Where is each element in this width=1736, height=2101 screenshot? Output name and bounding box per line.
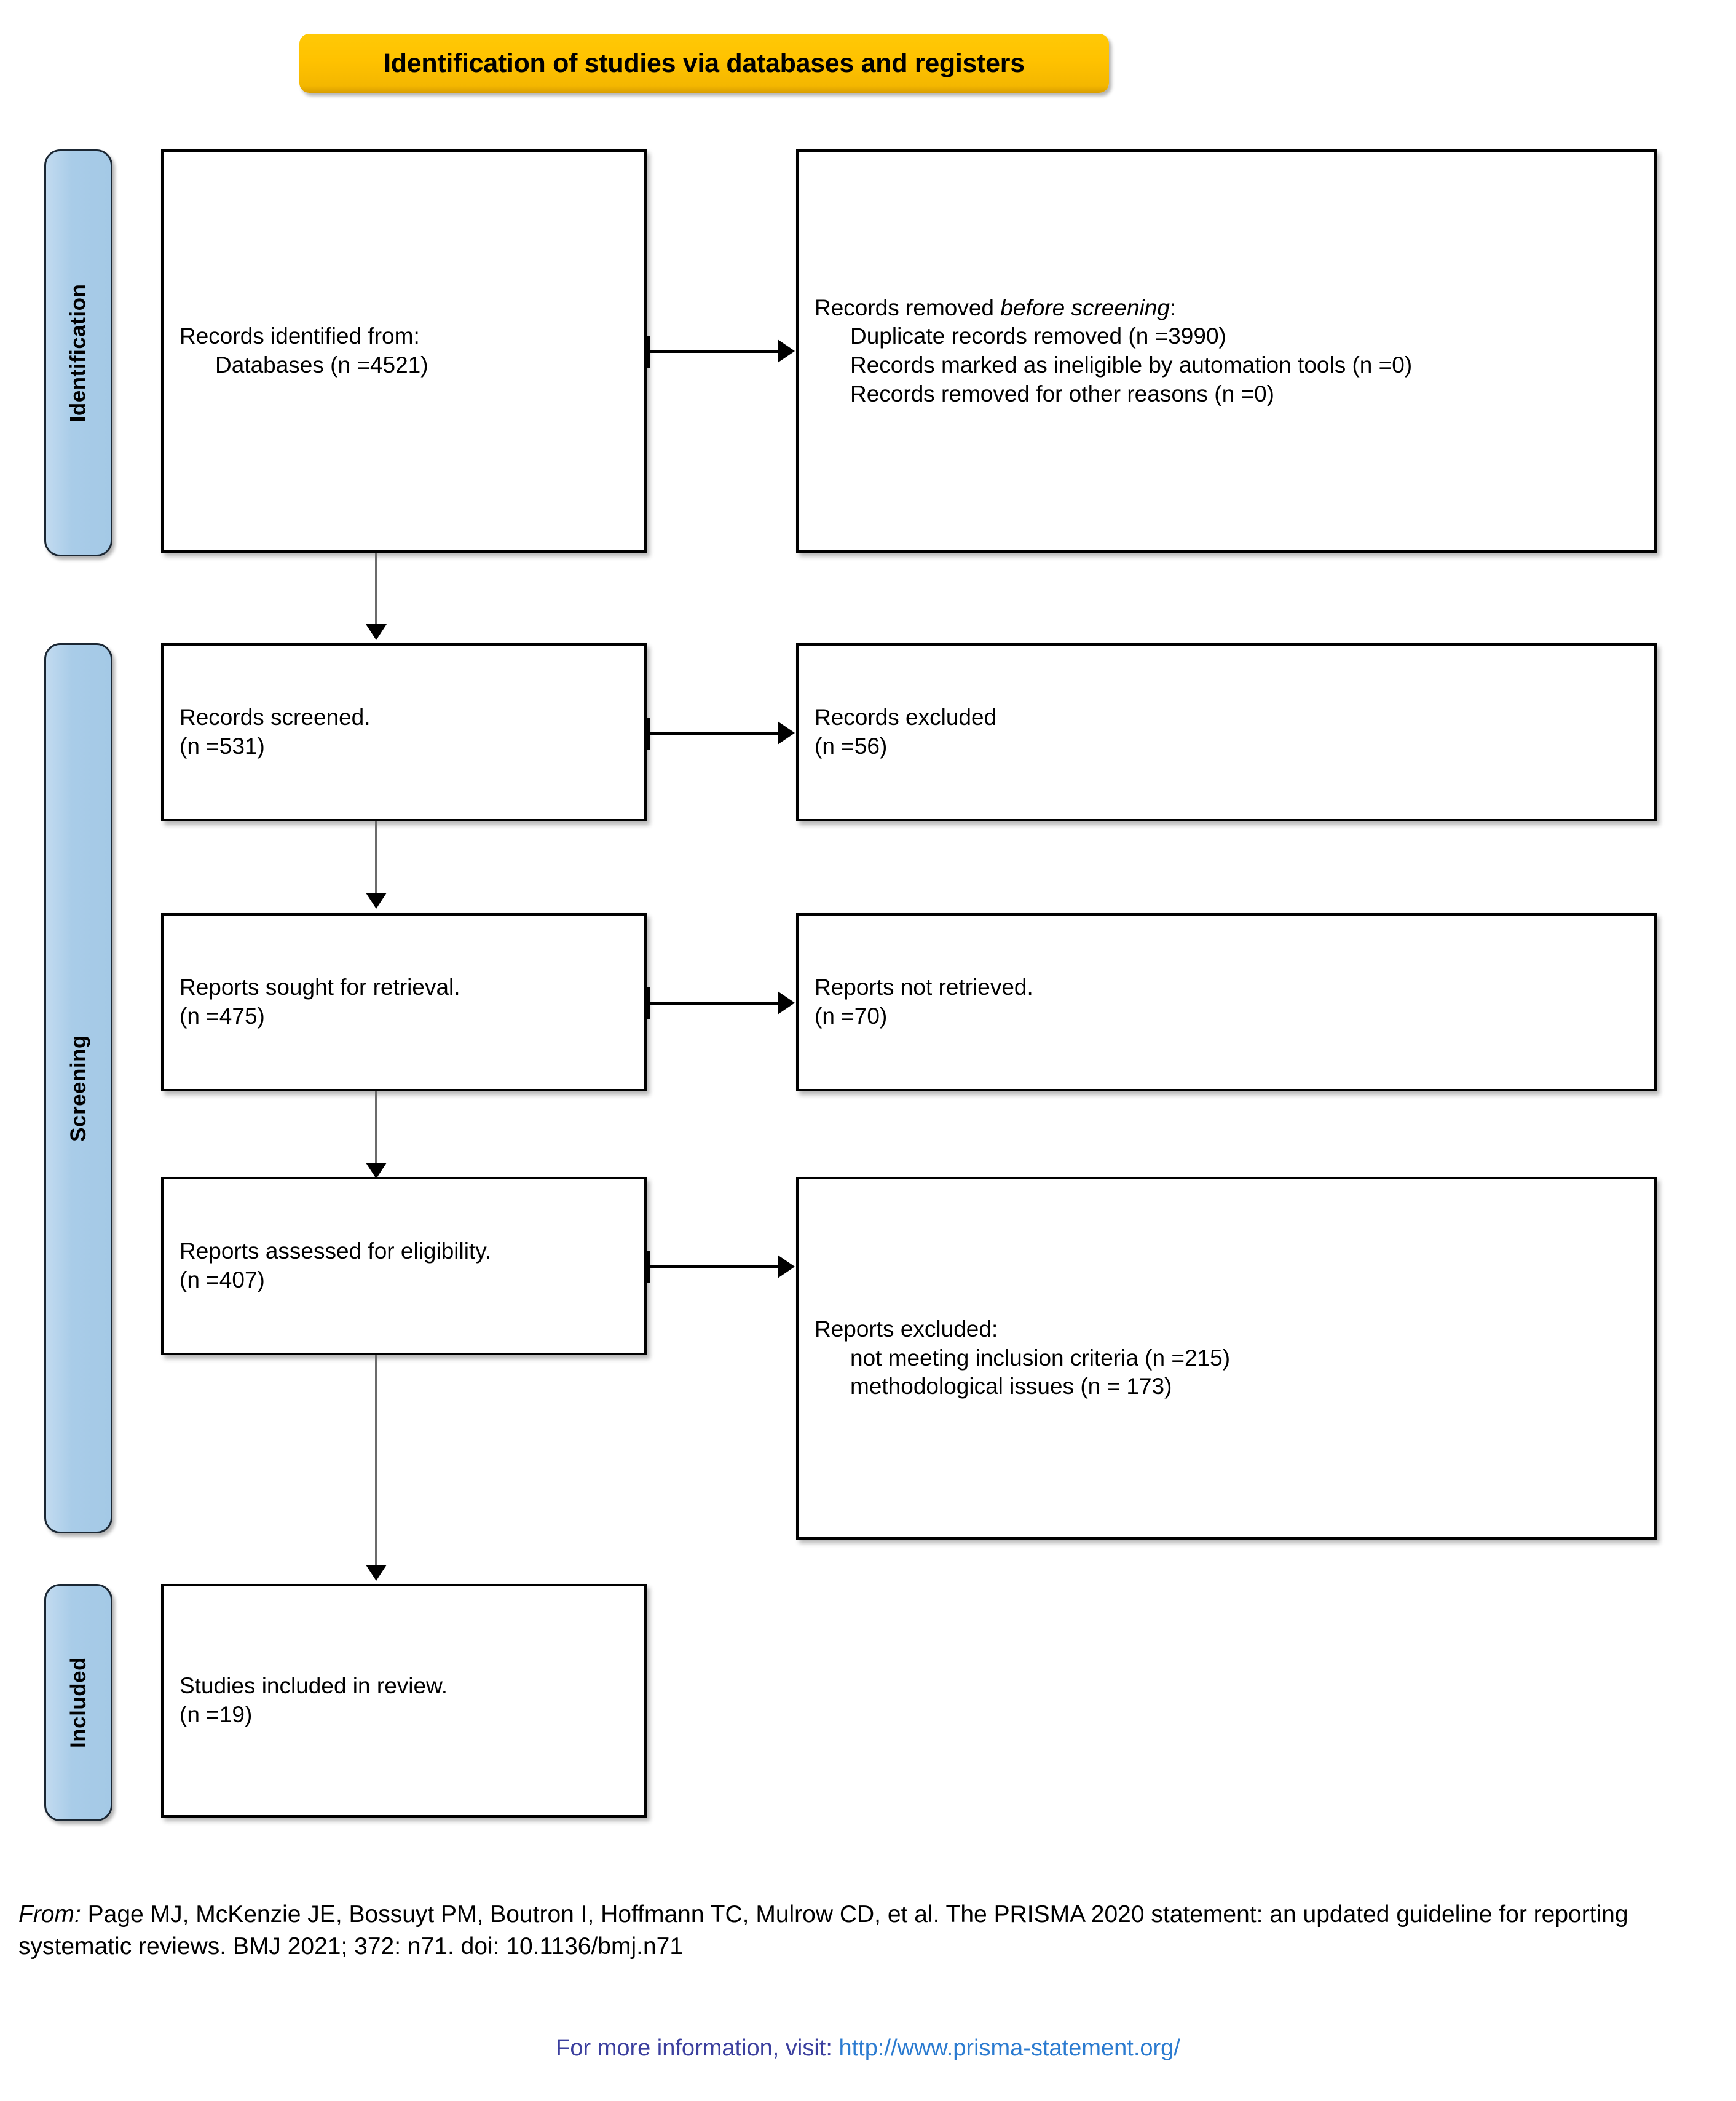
phase-tab-included: Included [44,1584,112,1821]
citation-from-label: From: [18,1901,81,1928]
reports-not-retrieved-line2: (n =70) [815,1003,888,1029]
more-information-label: For more information, visit: [556,2035,839,2061]
reports-not-retrieved-line1: Reports not retrieved. [815,975,1033,1000]
arrow-head-assessed-to-repexcluded [778,1255,795,1278]
records-screened-line1: Records screened. [180,705,371,730]
box-studies-included: Studies included in review. (n =19) [161,1584,647,1818]
records-identified-line2: Databases (n =4521) [215,352,428,378]
arrow-line-assessed-to-included [375,1355,377,1567]
box-reports-sought: Reports sought for retrieval. (n =475) [161,913,647,1091]
reports-assessed-line1: Reports assessed for eligibility. [180,1238,492,1264]
phase-label-screening: Screening [66,1035,90,1142]
records-excluded-line2: (n =56) [815,734,888,759]
arrow-line-screened-to-excluded [647,732,779,735]
phase-label-identification: Identification [66,283,90,422]
reports-excluded-line2: not meeting inclusion criteria (n =215) [850,1345,1231,1371]
records-removed-line3: Records removed for other reasons (n =0) [850,381,1274,406]
banner-title: Identification of studies via databases … [384,48,1025,78]
reports-excluded-line1: Reports excluded: [815,1316,998,1342]
citation-footer: From: Page MJ, McKenzie JE, Bossuyt PM, … [18,1899,1721,1963]
phase-label-included: Included [66,1657,90,1748]
arrow-line-sought-to-assessed [375,1091,377,1165]
citation-text: Page MJ, McKenzie JE, Bossuyt PM, Boutro… [18,1901,1628,1960]
box-records-screened: Records screened. (n =531) [161,643,647,821]
box-records-identified: Records identified from: Databases (n =4… [161,149,647,553]
more-information-line: For more information, visit: http://www.… [0,2035,1736,2062]
box-reports-not-retrieved: Reports not retrieved. (n =70) [796,913,1657,1091]
phase-tab-identification: Identification [44,149,112,556]
arrow-line-screened-to-sought [375,821,377,895]
records-removed-heading: Records removed before screening: [815,295,1177,320]
arrow-head-assessed-to-included [366,1565,387,1581]
box-records-excluded: Records excluded (n =56) [796,643,1657,821]
records-identified-line1: Records identified from: [180,323,420,349]
arrow-head-sought-to-assessed [366,1163,387,1179]
box-reports-assessed: Reports assessed for eligibility. (n =40… [161,1177,647,1355]
prisma-statement-link[interactable]: http://www.prisma-statement.org/ [838,2035,1180,2061]
reports-assessed-line2: (n =407) [180,1267,265,1292]
reports-excluded-line3: methodological issues (n = 173) [850,1374,1172,1399]
reports-sought-line1: Reports sought for retrieval. [180,975,460,1000]
records-removed-line2: Records marked as ineligible by automati… [850,352,1413,378]
diagram-banner: Identification of studies via databases … [299,34,1109,93]
records-excluded-line1: Records excluded [815,705,997,730]
arrow-line-identified-to-removed [647,350,779,353]
arrow-head-screened-to-excluded [778,721,795,745]
box-records-removed: Records removed before screening: Duplic… [796,149,1657,553]
arrow-line-identified-to-screened [375,553,377,627]
records-removed-line1: Duplicate records removed (n =3990) [850,323,1226,349]
box-reports-excluded: Reports excluded: not meeting inclusion … [796,1177,1657,1540]
arrow-head-identified-to-screened [366,624,387,640]
studies-included-line1: Studies included in review. [180,1673,448,1699]
records-screened-line2: (n =531) [180,734,265,759]
arrow-head-sought-to-notretrieved [778,991,795,1015]
arrow-line-sought-to-notretrieved [647,1002,779,1005]
reports-sought-line2: (n =475) [180,1003,265,1029]
arrow-head-screened-to-sought [366,893,387,909]
phase-tab-screening: Screening [44,643,112,1533]
arrow-head-identified-to-removed [778,339,795,363]
arrow-line-assessed-to-repexcluded [647,1265,779,1268]
studies-included-line2: (n =19) [180,1702,253,1727]
